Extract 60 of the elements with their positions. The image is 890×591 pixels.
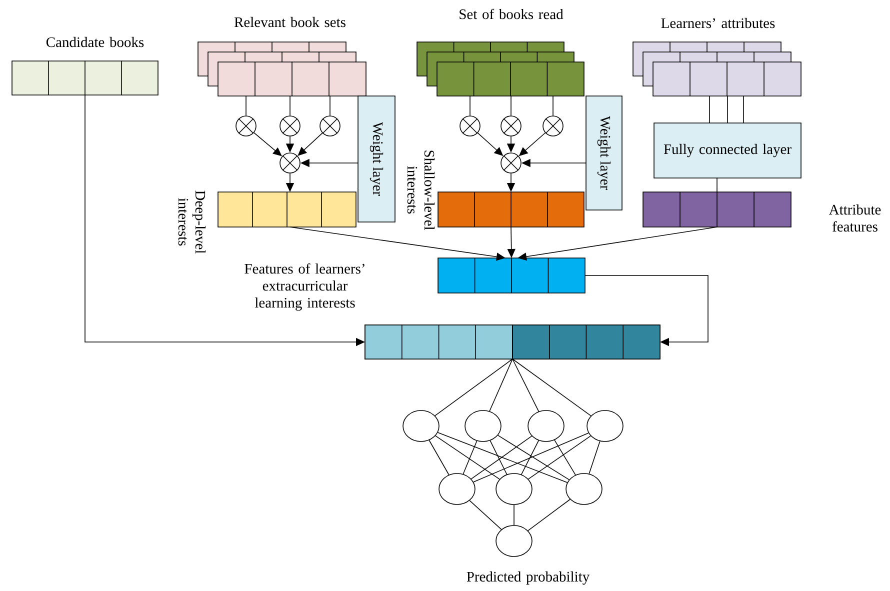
connector-line [470, 436, 532, 480]
connector-line [462, 440, 478, 474]
vector-stack: Learners’ attributes [632, 18, 802, 96]
connector-line [498, 434, 570, 480]
connector-line [528, 436, 592, 480]
neuron-circle [496, 473, 532, 505]
vector-bar: Candidate books [12, 36, 158, 96]
multiply-circle [236, 116, 256, 136]
multiply-circle [500, 116, 522, 136]
multiply-circle [500, 152, 522, 174]
neuron-circle [438, 473, 476, 505]
multiply-circle [460, 116, 480, 136]
node-label: Deep-level interests [178, 190, 206, 254]
connector-line [521, 440, 540, 475]
multiply-circle [542, 116, 564, 136]
neuron-circle [464, 410, 502, 442]
connector-line [437, 432, 568, 483]
neuron-circle [586, 410, 624, 442]
multiply-circle [280, 116, 300, 136]
connector-line [528, 498, 570, 532]
vector-stack: Relevant book sets [198, 16, 366, 96]
connector-line [434, 358, 513, 416]
vector-bar: Attribute features [642, 192, 881, 232]
node-label: Shallow-level interests [407, 150, 435, 230]
connector-line [552, 96, 554, 116]
connector-line [490, 440, 508, 475]
layer-box: Fully connected layer [654, 122, 802, 178]
neuron-circle [528, 410, 564, 442]
connector-line [435, 435, 500, 480]
connector-line [428, 440, 450, 476]
node-label: Attribute features [828, 204, 881, 232]
arrow [298, 132, 323, 156]
node-label: Predicted probability [466, 571, 590, 585]
connector-line [512, 358, 592, 416]
node-label: Relevant book sets [234, 16, 346, 28]
connector-line [512, 358, 540, 412]
vector-bar: Deep-level interests [178, 190, 356, 254]
connector-line [716, 178, 718, 192]
vector-bar: Shallow-level interests [407, 150, 584, 230]
vector-bar [364, 324, 660, 360]
layer-box: Weight layer [586, 96, 622, 210]
connector-line [709, 96, 744, 124]
multiply-circle [320, 116, 340, 136]
neuron-circle [566, 473, 602, 505]
node-label: Candidate books [46, 36, 144, 48]
connector-line [588, 440, 600, 474]
connector-line [469, 500, 502, 530]
connector-line [489, 358, 513, 412]
node-label: Learners’ attributes [661, 18, 775, 28]
arrow [584, 275, 708, 346]
layer-box: Weight layer [358, 96, 396, 222]
connector-line [473, 432, 589, 482]
neuron-circle [402, 410, 440, 442]
label-text: Features of learners’ extracurricular learning interests [244, 263, 364, 311]
vector-bar [438, 258, 586, 294]
connector-line [510, 96, 512, 116]
node-label: Set of books read [460, 8, 564, 20]
connector-line [554, 440, 576, 476]
vector-stack: Set of books read [416, 8, 584, 96]
multiply-circle [280, 152, 300, 174]
